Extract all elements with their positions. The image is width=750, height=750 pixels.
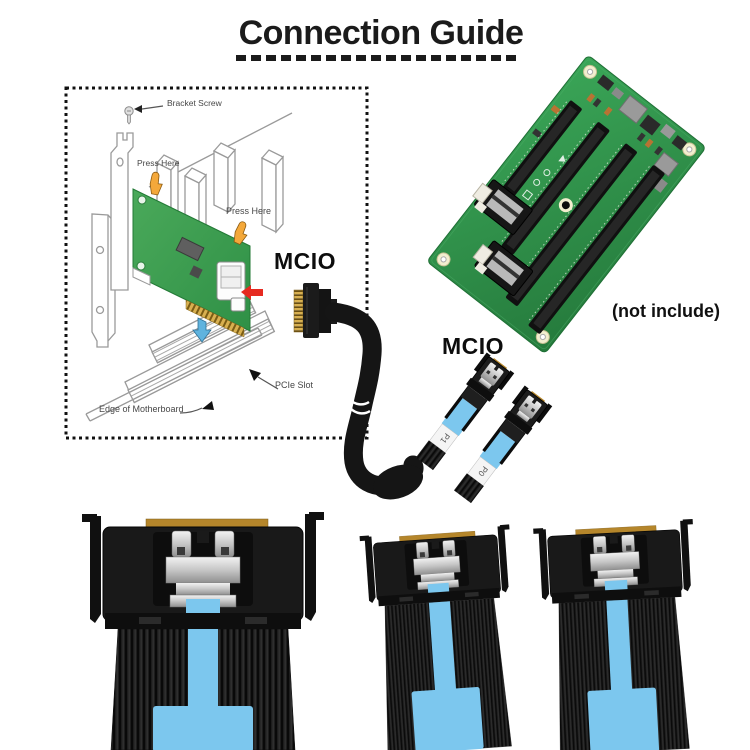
diagram-box-border	[64, 86, 369, 440]
mcio-cable	[324, 302, 424, 500]
backplane-slot	[501, 122, 610, 255]
backplane-components	[532, 74, 688, 193]
loose-plug-p1: P1	[410, 352, 515, 475]
cable-photo-right	[532, 518, 697, 750]
pcie-slot-pointer	[249, 369, 279, 390]
cable-photo-middle	[359, 524, 515, 750]
cable-photo-left	[81, 511, 325, 750]
card-gold-fingers	[185, 299, 245, 338]
motherboard-edge-lines	[85, 327, 263, 422]
page-title: Connection Guide	[238, 14, 524, 52]
cable-break-marks	[348, 398, 371, 415]
label-press-here-top: Press Here	[137, 158, 180, 168]
card-mcio-socket	[216, 261, 246, 312]
card-chip	[175, 236, 205, 262]
bracket-screw-icon	[124, 106, 134, 125]
orange-clip-icon	[233, 221, 248, 246]
backplane-mcio-connector	[472, 179, 533, 235]
edge-of-motherboard-pointer	[179, 401, 214, 414]
loose-plug-p0: P0	[448, 385, 553, 508]
label-bracket-screw: Bracket Screw	[167, 98, 222, 108]
label-pcie-slot: PCIe Slot	[275, 380, 314, 390]
orange-clip-icon	[149, 171, 163, 196]
label-mcio-card: MCIO	[274, 248, 337, 274]
backplane-slot	[528, 165, 665, 334]
not-include-note: (not include)	[612, 301, 720, 321]
label-edge-of-motherboard: Edge of Motherboard	[99, 404, 184, 414]
backplane-slot	[502, 100, 582, 197]
blue-clip-icon	[192, 317, 212, 343]
backplane-board	[428, 56, 705, 353]
pcie-card	[132, 188, 251, 338]
label-mcio-cables: MCIO	[442, 333, 505, 359]
backplane-mcio-connector	[472, 240, 534, 297]
bracket-screw-pointer	[134, 105, 164, 113]
label-press-here-side: Press Here	[226, 206, 272, 216]
backplane-slot	[505, 143, 637, 306]
red-arrow-icon	[241, 285, 263, 300]
card-chip-small	[189, 265, 203, 279]
mounting-hole	[436, 64, 697, 344]
silkscreen-marks	[521, 154, 566, 201]
